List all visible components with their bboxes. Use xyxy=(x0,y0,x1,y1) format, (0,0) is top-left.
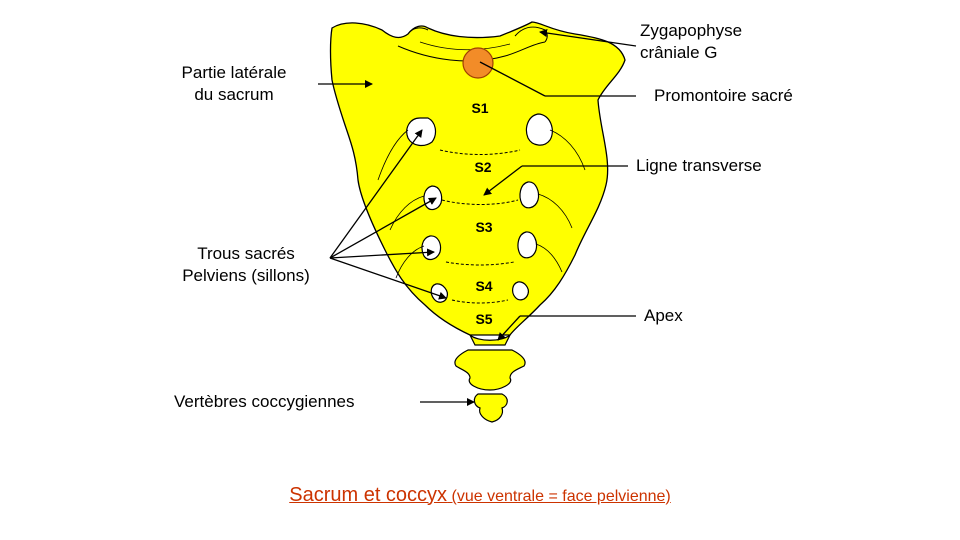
vertebra-labels: S1 S2 S3 S4 S5 xyxy=(471,100,492,327)
vertebra-label-s1: S1 xyxy=(471,100,488,116)
label-lateral-part-line2: du sacrum xyxy=(194,85,274,104)
label-foramina-line2: Pelviens (sillons) xyxy=(182,266,310,285)
sulcus-left-1 xyxy=(377,129,409,181)
leader-foramen-3 xyxy=(329,248,435,259)
label-lateral-part-line1: Partie latérale xyxy=(181,63,287,82)
coccyx-vertebra-2 xyxy=(473,393,508,423)
sulcus-right-3 xyxy=(535,243,563,273)
sulcus-left-2 xyxy=(389,195,425,231)
leader-zygapophysis xyxy=(539,29,637,47)
transverse-line-4 xyxy=(451,299,509,304)
leader-promontory-diag xyxy=(479,61,546,97)
sacrum-body xyxy=(329,21,626,336)
transverse-line-3 xyxy=(445,261,515,266)
vertebra-label-s2: S2 xyxy=(474,159,491,175)
foramen-left-3 xyxy=(421,235,442,261)
caption-main: Sacrum et coccyx xyxy=(289,484,448,506)
sulcus-right-1 xyxy=(549,129,586,171)
label-transverse-line: Ligne transverse xyxy=(636,156,762,175)
foramen-right-3 xyxy=(517,231,538,259)
sulcus-left-3 xyxy=(395,245,425,279)
label-apex: Apex xyxy=(644,306,683,325)
label-coccyx: Vertèbres coccygiennes xyxy=(174,392,355,411)
leader-foramen-1 xyxy=(329,129,423,259)
label-foramina-line1: Trous sacrés xyxy=(197,244,295,263)
leader-transverse-line-diag xyxy=(483,165,523,196)
vertebra-label-s3: S3 xyxy=(475,219,492,235)
label-lateral-part: Partie latérale du sacrum xyxy=(166,62,302,106)
label-zygapophysis-line2: crâniale G xyxy=(640,43,718,62)
label-sacral-foramina: Trous sacrés Pelviens (sillons) xyxy=(166,243,326,287)
foramen-right-4 xyxy=(512,281,529,301)
vertebra-label-s4: S4 xyxy=(475,278,492,294)
zygapophysis-left xyxy=(407,27,429,35)
sulcus-right-2 xyxy=(537,193,573,229)
transverse-line-2 xyxy=(441,199,519,205)
foramen-right-2 xyxy=(519,181,540,209)
caption-sub: (vue ventrale = face pelvienne) xyxy=(451,488,671,505)
label-zygapophysis-line1: Zygapophyse xyxy=(640,21,743,40)
sacral-apex xyxy=(469,334,511,346)
foramen-left-2 xyxy=(423,185,443,211)
sacral-base-ridge xyxy=(397,41,546,62)
sacral-base-ridge-2 xyxy=(419,41,511,51)
foramen-right-1 xyxy=(525,113,553,146)
leader-foramen-4 xyxy=(329,257,447,300)
label-zygapophysis: Zygapophyse crâniale G xyxy=(640,20,742,64)
transverse-line-1 xyxy=(439,149,521,155)
promontory-marker xyxy=(462,47,494,79)
coccyx-vertebra-1 xyxy=(454,349,526,391)
leader-foramen-2 xyxy=(329,197,437,259)
leader-apex-diag xyxy=(497,315,521,341)
figure-caption: Sacrum et coccyx (vue ventrale = face pe… xyxy=(0,484,960,507)
label-promontory: Promontoire sacré xyxy=(654,86,793,105)
vertebra-label-s5: S5 xyxy=(475,311,492,327)
